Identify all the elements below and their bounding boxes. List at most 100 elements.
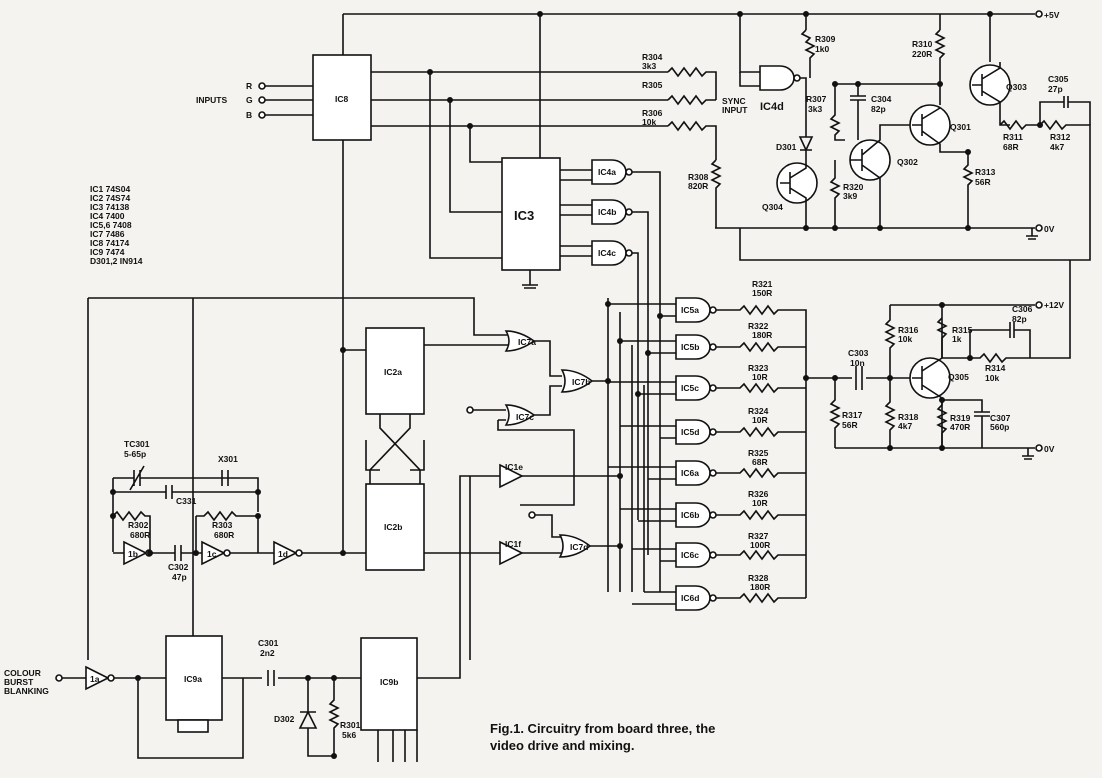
svg-text:IC1e: IC1e [505, 462, 523, 472]
svg-text:IC6d: IC6d [681, 593, 699, 603]
svg-text:220R: 220R [912, 49, 932, 59]
svg-text:C304: C304 [871, 94, 892, 104]
rails [342, 10, 1043, 460]
svg-text:D301: D301 [776, 142, 797, 152]
svg-text:R323: R323 [748, 363, 769, 373]
svg-text:68R: 68R [1003, 142, 1019, 152]
input-r-label: R [246, 81, 252, 91]
svg-text:100R: 100R [750, 540, 770, 550]
svg-text:R319: R319 [950, 413, 971, 423]
ic3-chip [501, 157, 561, 271]
svg-text:R325: R325 [748, 448, 769, 458]
svg-text:10k: 10k [985, 373, 999, 383]
svg-text:IC9 7474: IC9 7474 [90, 247, 125, 257]
svg-text:IC9b: IC9b [380, 677, 398, 687]
svg-text:10R: 10R [752, 372, 768, 382]
svg-text:560p: 560p [990, 422, 1009, 432]
svg-text:R307: R307 [806, 94, 827, 104]
ic7d-gate [558, 534, 592, 558]
svg-text:IC3 74138: IC3 74138 [90, 202, 129, 212]
svg-text:IC7d: IC7d [570, 542, 588, 552]
svg-text:4k7: 4k7 [1050, 142, 1064, 152]
svg-text:150R: 150R [752, 288, 772, 298]
junction-dots [110, 11, 1043, 759]
svg-text:Q302: Q302 [897, 157, 918, 167]
input-b-label: B [246, 110, 252, 120]
svg-text:IC7a: IC7a [518, 337, 536, 347]
caption-line-2: video drive and mixing. [490, 738, 634, 753]
svg-text:D302: D302 [274, 714, 295, 724]
svg-text:IC4a: IC4a [598, 167, 616, 177]
svg-text:Q305: Q305 [948, 372, 969, 382]
inputs-title: INPUTS [196, 95, 228, 105]
svg-text:C301: C301 [258, 638, 279, 648]
ic5d-gate: IC5d [675, 419, 717, 445]
ic1c-buffer [201, 540, 226, 566]
svg-text:1b: 1b [128, 549, 138, 559]
q305-transistor [909, 357, 951, 399]
svg-text:5k6: 5k6 [342, 730, 356, 740]
svg-text:820R: 820R [688, 181, 708, 191]
figure-caption: Fig.1. Circuitry from board three, the v… [490, 721, 715, 753]
svg-text:2n2: 2n2 [260, 648, 275, 658]
ic8-chip [312, 54, 372, 141]
ic8-block: IC8 R G B INPUTS [196, 54, 668, 552]
sync-input-label: SYNC [722, 96, 746, 106]
svg-text:10R: 10R [752, 415, 768, 425]
svg-text:IC5a: IC5a [681, 305, 699, 315]
svg-text:1a: 1a [90, 674, 100, 684]
svg-text:1c: 1c [207, 549, 217, 559]
svg-text:IC5d: IC5d [681, 427, 699, 437]
svg-text:3k3: 3k3 [808, 104, 822, 114]
svg-text:IC7 7486: IC7 7486 [90, 229, 125, 239]
blanking-label-1: COLOUR [4, 668, 41, 678]
svg-text:56R: 56R [975, 177, 991, 187]
ic4-gates: IC4a IC4b IC4c [591, 159, 661, 592]
svg-text:+12V: +12V [1044, 300, 1064, 310]
svg-text:R311: R311 [1003, 132, 1023, 142]
svg-text:R314: R314 [985, 363, 1006, 373]
svg-text:4k7: 4k7 [898, 421, 912, 431]
svg-text:C303: C303 [848, 348, 869, 358]
svg-text:R327: R327 [748, 531, 769, 541]
svg-text:R313: R313 [975, 167, 996, 177]
ic4d-gate [759, 65, 795, 91]
svg-text:R303: R303 [212, 520, 233, 530]
svg-text:X301: X301 [218, 454, 238, 464]
svg-text:D301,2 IN914: D301,2 IN914 [90, 256, 143, 266]
svg-text:IC4d: IC4d [760, 101, 784, 113]
ic7b-gate [560, 369, 594, 393]
svg-text:R302: R302 [128, 520, 149, 530]
svg-text:IC1 74S04: IC1 74S04 [90, 184, 130, 194]
svg-text:R312: R312 [1050, 132, 1071, 142]
svg-text:C306: C306 [1012, 304, 1033, 314]
svg-text:IC8 74174: IC8 74174 [90, 238, 129, 248]
caption-line-1: Fig.1. Circuitry from board three, the [490, 721, 715, 736]
svg-text:82p: 82p [1012, 314, 1027, 324]
svg-text:R306: R306 [642, 108, 663, 118]
svg-text:IC5c: IC5c [681, 383, 699, 393]
q304-transistor [776, 162, 818, 204]
ic2b-chip [365, 483, 425, 571]
svg-text:IC9a: IC9a [184, 674, 202, 684]
svg-text:180R: 180R [750, 582, 770, 592]
svg-text:IC7b: IC7b [572, 377, 590, 387]
svg-text:3k9: 3k9 [843, 191, 857, 201]
svg-text:470R: 470R [950, 422, 970, 432]
svg-text:IC5,6 7408: IC5,6 7408 [90, 220, 132, 230]
svg-text:0V: 0V [1044, 224, 1055, 234]
svg-text:INPUT: INPUT [722, 105, 748, 115]
input-g-label: G [246, 95, 253, 105]
ic6b-gate: IC6b [675, 502, 717, 528]
ic7a-gate [504, 330, 536, 352]
svg-text:R308: R308 [688, 172, 709, 182]
svg-text:R315: R315 [952, 325, 973, 335]
svg-text:R316: R316 [898, 325, 919, 335]
ic9b-chip [360, 637, 418, 731]
ic2a-chip [365, 327, 425, 415]
